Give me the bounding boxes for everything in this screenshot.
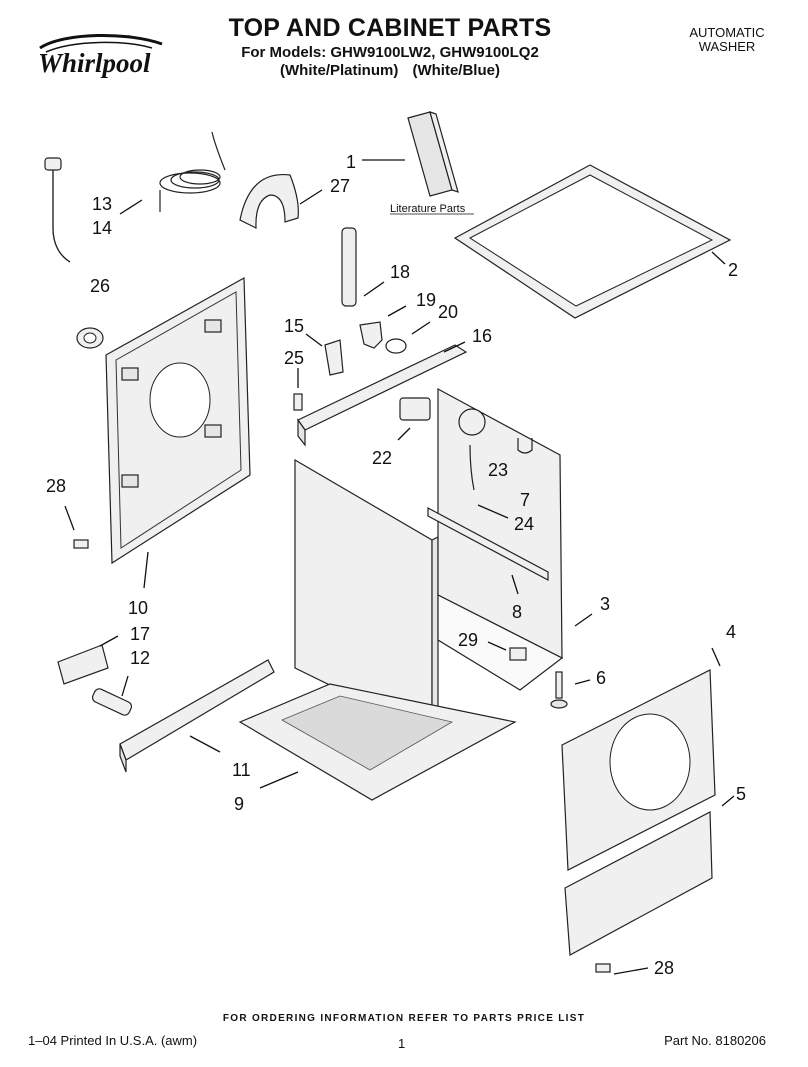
part-hose-guide xyxy=(239,173,323,229)
part-cross-brace xyxy=(427,504,549,595)
callout-19: 19 xyxy=(416,290,436,310)
callout-26: 26 xyxy=(90,276,110,296)
part-bracket-29 xyxy=(487,641,527,661)
product-type: AUTOMATIC WASHER xyxy=(662,26,792,54)
callout-2: 2 xyxy=(728,260,738,280)
callout-8: 8 xyxy=(512,602,522,622)
callout-14: 14 xyxy=(92,218,112,238)
part-base-rail xyxy=(119,659,275,773)
callout-15: 15 xyxy=(284,316,304,336)
callout-29: 29 xyxy=(458,630,478,650)
model-variants: (White/Platinum) (White/Blue) xyxy=(280,62,500,79)
literature-parts-label: Literature Parts xyxy=(390,203,466,215)
whirlpool-logo-mark: Whirlpool xyxy=(38,34,163,78)
callout-16: 16 xyxy=(472,326,492,346)
print-info: 1–04 Printed In U.S.A. (awm) xyxy=(28,1033,198,1048)
callout-3: 3 xyxy=(600,594,610,614)
callout-27: 27 xyxy=(330,176,350,196)
callout-10: 10 xyxy=(128,598,148,618)
callout-9: 9 xyxy=(234,794,244,814)
part-top-seal xyxy=(453,164,732,319)
part-pressure-switch xyxy=(458,408,533,491)
callout-24: 24 xyxy=(514,514,534,534)
part-screw-left xyxy=(64,505,89,549)
part-number: Part No. 8180206 xyxy=(664,1033,766,1048)
part-leveling-leg xyxy=(550,671,591,709)
part-rear-panel xyxy=(105,276,251,589)
callout-11: 11 xyxy=(232,760,251,780)
callout-22: 22 xyxy=(372,448,392,468)
part-screw-right xyxy=(595,963,649,975)
callout-1: 1 xyxy=(346,152,356,172)
part-front-panel xyxy=(561,647,721,871)
part-power-cord xyxy=(159,131,226,212)
callout-13: 13 xyxy=(92,194,112,214)
callout-4: 4 xyxy=(726,622,736,642)
callout-28-right: 28 xyxy=(654,958,674,978)
ordering-note: FOR ORDERING INFORMATION REFER TO PARTS … xyxy=(222,1013,586,1024)
page-number: 1 xyxy=(398,1036,406,1051)
callout-12: 12 xyxy=(130,648,150,668)
part-bracket-15 xyxy=(305,333,344,376)
whirlpool-logo: Whirlpool xyxy=(34,30,174,78)
part-elbow xyxy=(359,305,431,354)
callout-23: 23 xyxy=(488,460,508,480)
part-drawer-panel xyxy=(564,795,735,956)
part-lid-switch xyxy=(397,397,431,441)
part-fill-tube xyxy=(341,227,385,307)
callout-6: 6 xyxy=(596,668,606,688)
part-top-rail xyxy=(297,341,468,447)
part-cabinet xyxy=(294,387,593,736)
callout-5: 5 xyxy=(736,784,746,804)
part-bracket-17 xyxy=(57,635,119,685)
part-screw-25 xyxy=(293,368,303,411)
callout-28-left: 28 xyxy=(46,476,66,496)
callout-25: 25 xyxy=(284,348,304,368)
part-base-pad xyxy=(238,683,517,801)
model-numbers: For Models: GHW9100LW2, GHW9100LQ2 xyxy=(241,44,539,61)
part-damper xyxy=(91,675,133,716)
callout-18: 18 xyxy=(390,262,410,282)
brand-wordmark: Whirlpool xyxy=(38,48,151,78)
page-title: TOP AND CABINET PARTS xyxy=(228,14,552,42)
callout-7: 7 xyxy=(520,490,530,510)
part-literature xyxy=(362,111,459,197)
product-type-line1: AUTOMATIC xyxy=(689,25,765,40)
part-drain-hose xyxy=(44,157,143,263)
callout-20: 20 xyxy=(438,302,458,322)
callout-17: 17 xyxy=(130,624,150,644)
product-type-line2: WASHER xyxy=(698,39,756,54)
